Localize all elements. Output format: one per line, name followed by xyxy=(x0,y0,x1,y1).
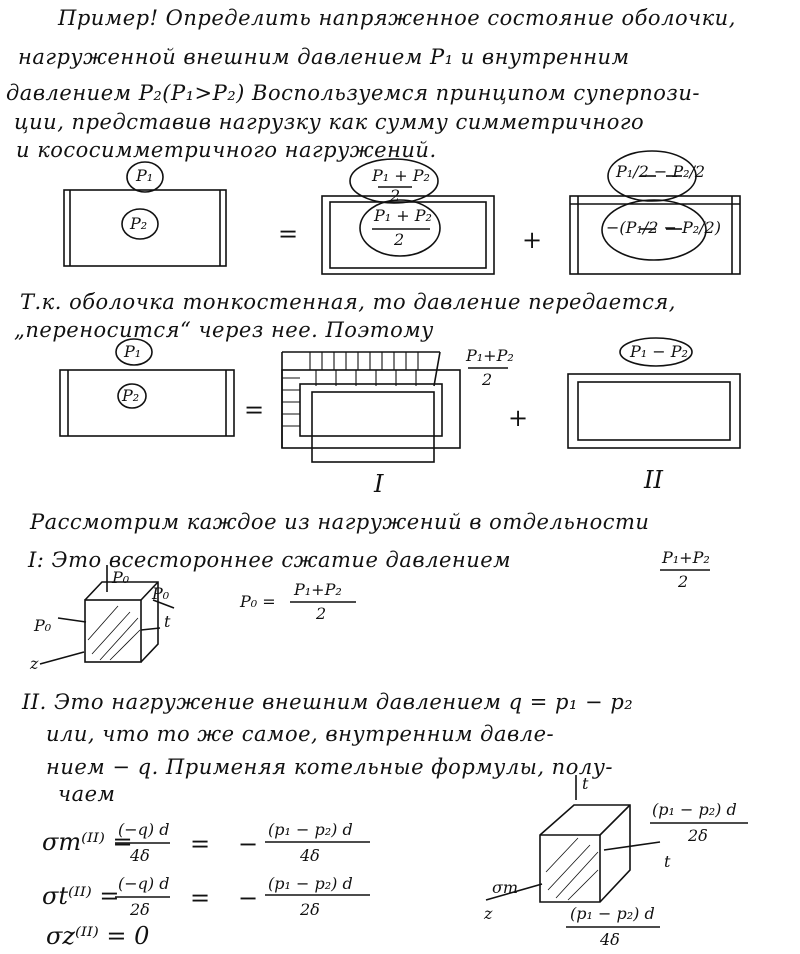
case2-line-1: II. Это нагружение внешним давлением q =… xyxy=(22,690,634,714)
p0-formula-num: P₁+P₂ xyxy=(294,580,342,599)
cube2-t-top: t xyxy=(582,774,589,793)
cube2-z: z xyxy=(484,904,493,923)
d2-mid-num: P₁+P₂ xyxy=(466,346,514,365)
d1-left-inner: P₂ xyxy=(130,214,148,233)
d1-right-inner: −(P₁/2 − P₂/2) xyxy=(606,218,721,237)
cube2-bottom-den: 4δ xyxy=(600,930,620,949)
case1-num: P₁+P₂ xyxy=(662,548,710,567)
consider-line: Рассмотрим каждое из нагружений в отдель… xyxy=(30,510,650,534)
shell-right-1 xyxy=(569,195,741,275)
d1-mid-outer-den: 2 xyxy=(390,186,401,205)
d2-equals: = xyxy=(244,396,265,424)
intro-line-2: нагруженной внешним давлением P₁ и внутр… xyxy=(18,45,630,69)
sigma-m-rhs-num: (p₁ − p₂) d xyxy=(268,820,353,839)
cube2-bottom-num: (p₁ − p₂) d xyxy=(570,904,655,923)
cube2-t-right: t xyxy=(664,852,671,871)
cube-2-body xyxy=(539,804,631,903)
cube1-z: z xyxy=(30,654,39,673)
d2-right-label: P₁ − P₂ xyxy=(630,342,688,361)
shell-left-1 xyxy=(63,189,227,267)
cube2-right-num: (p₁ − p₂) d xyxy=(652,800,737,819)
case2-line-4: чаем xyxy=(58,782,116,806)
shell-left-2 xyxy=(59,369,235,437)
sigma-t-mid-den: 2δ xyxy=(130,900,150,919)
shell-right-2 xyxy=(567,373,741,449)
case1-line: I: Это всестороннее сжатие давлением xyxy=(28,548,512,572)
case2-line-3: нием − q. Применяя котельные формулы, по… xyxy=(46,755,613,779)
d2-left-outer: P₁ xyxy=(124,342,142,361)
d1-plus: + xyxy=(522,226,543,254)
d1-mid-outer-num: P₁ + P₂ xyxy=(372,166,430,185)
d2-roman-1: I xyxy=(374,470,384,498)
cube1-t: t xyxy=(164,612,171,631)
sigma-m-rhs-den: 4δ xyxy=(300,846,320,865)
d2-plus: + xyxy=(508,404,529,432)
intro-line-5: и кососимметричного нагружений. xyxy=(16,138,437,162)
sigma-t-minus: − xyxy=(238,884,259,912)
sigma-t-rhs-den: 2δ xyxy=(300,900,320,919)
d1-right-outer: P₁/2 − P₂/2 xyxy=(616,162,706,181)
case1-den: 2 xyxy=(678,572,689,591)
cube2-right-den: 2δ xyxy=(688,826,708,845)
p0-formula-lhs: P₀ = xyxy=(240,592,276,611)
intro-line-3: давлением P₂(P₁>P₂) Воспользуемся принци… xyxy=(6,81,700,105)
cube1-p0-right: P₀ xyxy=(152,584,170,603)
circle-p1-top xyxy=(126,161,164,193)
cube2-sm: σm xyxy=(492,878,519,897)
thinwall-line-1: Т.к. оболочка тонкостенная, то давление … xyxy=(20,290,676,314)
thinwall-line-2: „переносится“ через нее. Поэтому xyxy=(14,318,434,342)
d2-left-inner: P₂ xyxy=(122,386,140,405)
sigma-t-eq: = xyxy=(190,884,211,912)
cube1-p0-top: P₀ xyxy=(112,568,130,587)
d1-left-outer: P₁ xyxy=(136,166,154,185)
d2-roman-2: II xyxy=(644,466,663,494)
d2-mid-den: 2 xyxy=(482,370,493,389)
shell-mid-1 xyxy=(321,195,495,275)
sigma-m-minus: − xyxy=(238,830,259,858)
sigma-m-lhs: σm⁽ᴵᴵ⁾ = xyxy=(42,828,133,856)
sigma-m-mid-den: 4δ xyxy=(130,846,150,865)
sigma-t-rhs-num: (p₁ − p₂) d xyxy=(268,874,353,893)
d1-equals: = xyxy=(278,220,299,248)
cube-1-front xyxy=(84,599,142,663)
circle-p2-inner xyxy=(121,208,159,240)
sigma-t-lhs: σt⁽ᴵᴵ⁾ = xyxy=(42,882,120,910)
intro-line-4: ции, представив нагрузку как сумму симме… xyxy=(14,110,645,134)
sigma-m-mid-num: (−q) d xyxy=(118,820,170,839)
case2-line-2: или, что то же самое, внутренним давле- xyxy=(46,722,555,746)
d1-mid-inner-den: 2 xyxy=(394,230,405,249)
sigma-t-mid-num: (−q) d xyxy=(118,874,170,893)
sigma-z: σz⁽ᴵᴵ⁾ = 0 xyxy=(46,922,150,950)
sigma-m-eq: = xyxy=(190,830,211,858)
intro-line-1: Пример! Определить напряженное состояние… xyxy=(58,6,736,30)
d1-mid-inner-num: P₁ + P₂ xyxy=(374,206,432,225)
p0-formula-den: 2 xyxy=(316,604,327,623)
cube1-p0-left: P₀ xyxy=(34,616,52,635)
